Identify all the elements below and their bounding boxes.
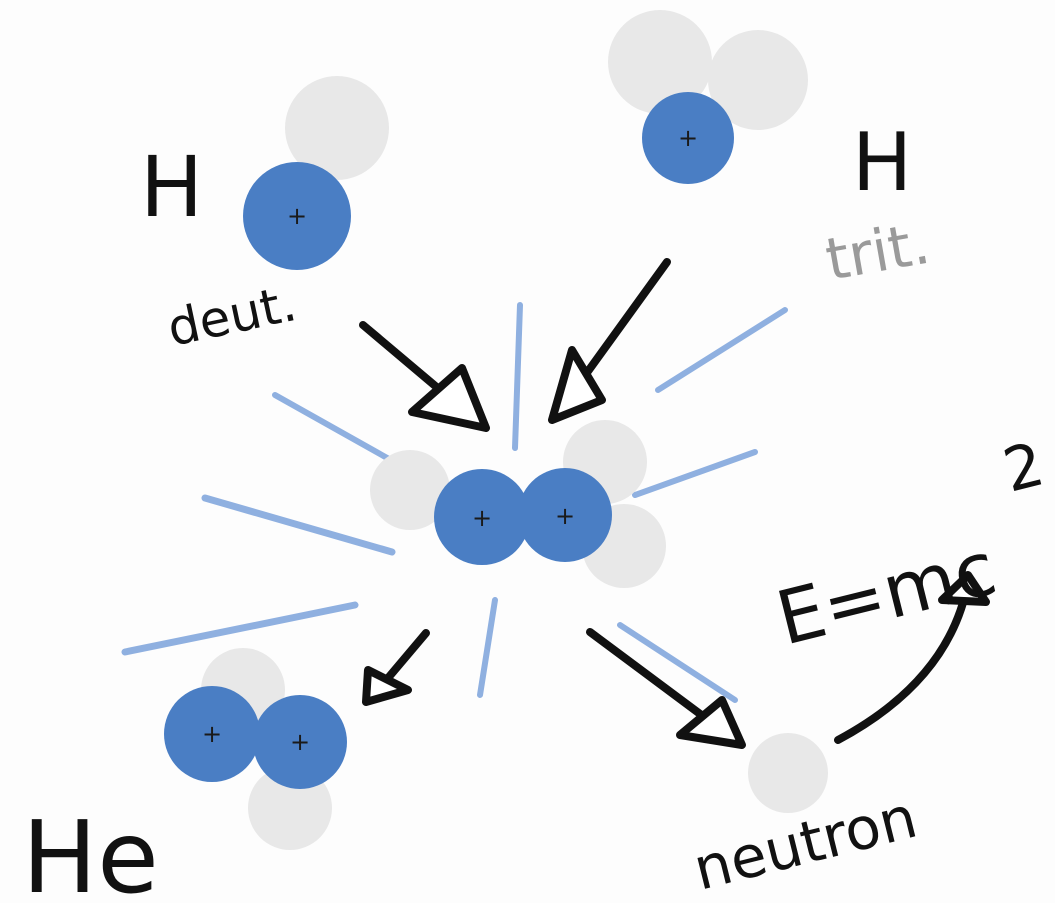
proton-particle	[642, 92, 734, 184]
energy-ray	[512, 302, 523, 451]
proton-charge: +	[472, 504, 492, 532]
neutron-particle	[708, 30, 808, 130]
neutron-particle	[370, 450, 450, 530]
energy-ray	[477, 597, 498, 698]
outgoing-arrow-helium	[362, 629, 430, 706]
proton-charge: +	[287, 202, 307, 230]
fusion-core: + +	[370, 420, 666, 588]
energy-equation: E=mc	[769, 525, 1005, 662]
energy-ray	[632, 449, 758, 498]
deuterium-name: deut.	[162, 274, 301, 358]
energy-ray	[617, 622, 738, 703]
proton-charge: +	[678, 124, 698, 152]
proton-particle	[253, 695, 347, 789]
energy-ray	[121, 601, 359, 656]
proton-particle	[518, 468, 612, 562]
proton-charge: +	[555, 502, 575, 530]
energy-ray	[201, 494, 396, 556]
helium-symbol: He	[22, 799, 159, 903]
proton-particle	[243, 162, 351, 270]
helium-nucleus: + +	[164, 648, 347, 850]
proton-particle	[164, 686, 260, 782]
neutron-particle	[608, 10, 712, 114]
outgoing-arrow-neutron	[586, 628, 746, 749]
energy-ray	[655, 307, 788, 393]
proton-particle	[434, 469, 530, 565]
tritium-nucleus: +	[608, 10, 808, 184]
proton-charge: +	[290, 728, 310, 756]
deuterium-nucleus: +	[243, 76, 389, 270]
neutron-particle	[285, 76, 389, 180]
energy-exponent: 2	[997, 429, 1051, 506]
reaction-arrows	[359, 258, 990, 749]
tritium-name: trit.	[821, 209, 935, 294]
incoming-arrow-deuterium	[359, 321, 490, 432]
energy-rays	[121, 302, 788, 703]
tritium-symbol: H	[852, 116, 912, 209]
deuterium-symbol: H	[140, 138, 203, 236]
energy-arrow	[834, 571, 990, 744]
incoming-arrow-tritium	[548, 258, 671, 424]
released-neutron	[748, 733, 828, 813]
energy-ray	[272, 392, 408, 471]
proton-charge: +	[202, 720, 222, 748]
